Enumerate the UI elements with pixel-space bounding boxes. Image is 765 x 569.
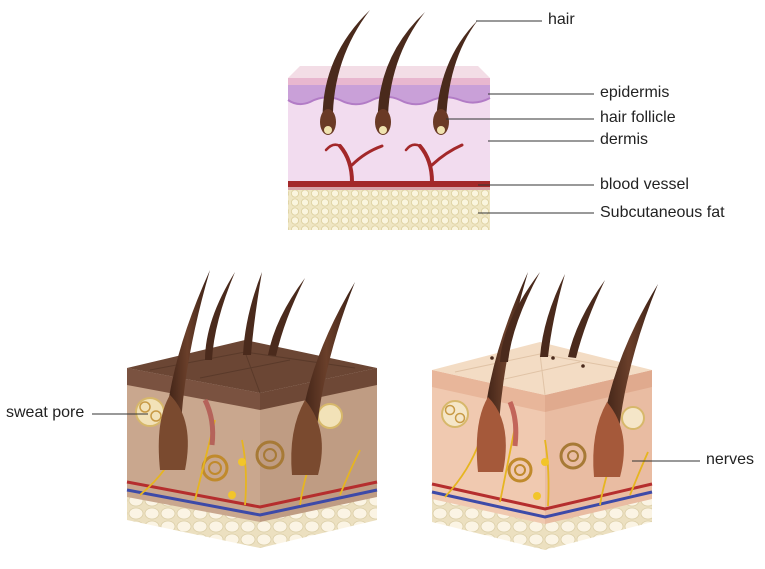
label-epidermis: epidermis [600,84,670,101]
top-skin-block [287,10,491,230]
capillaries [324,143,464,184]
light-skin-cube [431,272,658,550]
label-dermis: dermis [600,131,649,148]
bottom-leader-lines [92,413,700,462]
label-subcutaneous-fat: Subcutaneous fat [600,204,725,221]
dark-cube-hairs [158,270,355,475]
top-leader-lines [446,20,594,214]
label-sweat-pore: sweat pore [6,404,85,421]
label-hair: hair [548,11,575,28]
blood-vessel [288,181,490,187]
dark-skin-cube [126,270,378,548]
hair-strands [320,10,478,135]
label-blood-vessel: blood vessel [600,176,689,193]
light-cube-hairs [476,272,658,477]
label-nerves: nerves [706,451,755,468]
subcutaneous-fat-layer [288,190,490,230]
label-hair-follicle: hair follicle [600,109,676,126]
